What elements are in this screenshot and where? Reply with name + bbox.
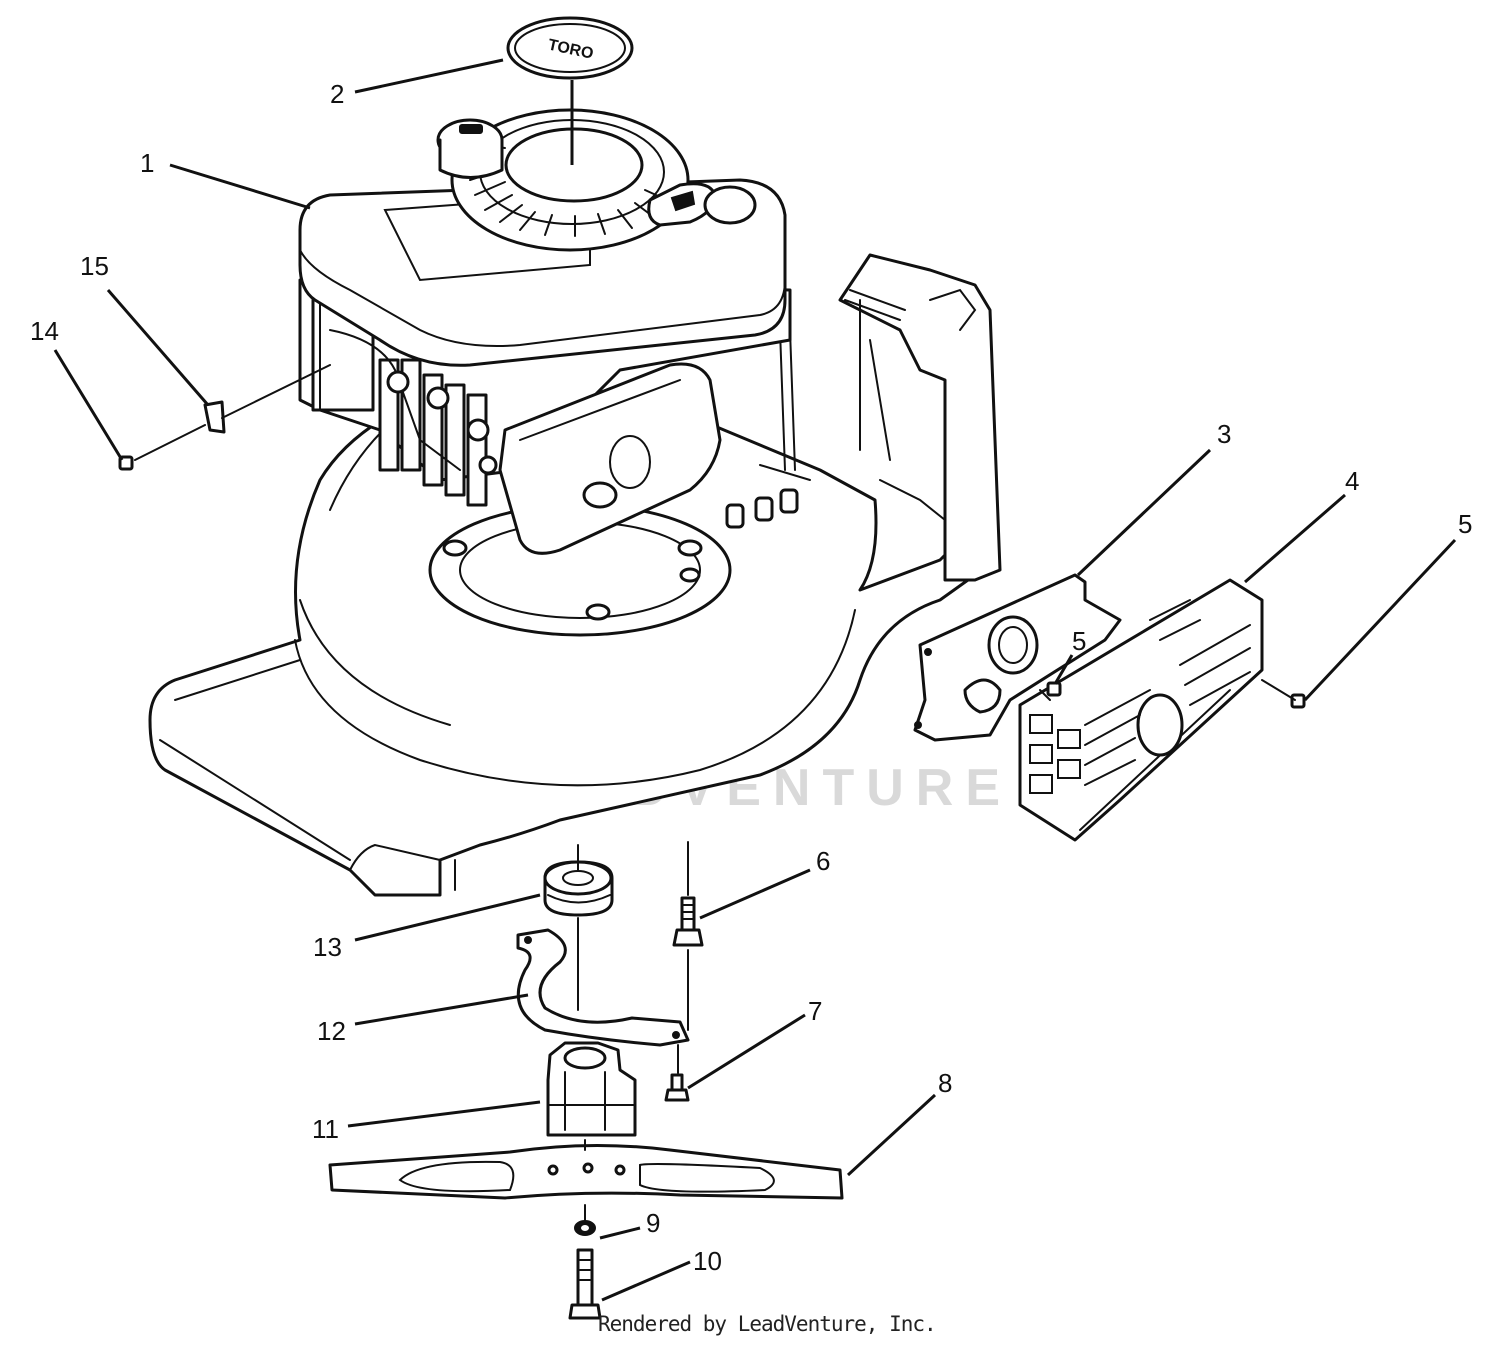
engine: [298, 108, 792, 555]
callout-14: 14: [30, 316, 59, 346]
fastener-axis-14-15: [134, 364, 331, 461]
callout-10: 10: [693, 1246, 722, 1276]
bolt-6: [672, 896, 704, 947]
screw-5-right: [1290, 693, 1306, 709]
callout-11: 11: [312, 1114, 339, 1144]
brace-12: [516, 928, 690, 1047]
callout-12: 12: [317, 1016, 346, 1046]
callout-7: 7: [808, 996, 822, 1026]
engine-mount-ring: [428, 503, 732, 637]
baffle-plate: [913, 573, 1122, 742]
leader-lines: [53, 58, 1457, 1302]
leader-15: [106, 289, 210, 406]
bolt-7: [664, 1073, 690, 1102]
callout-1: 1: [140, 148, 154, 178]
leader-14: [53, 349, 124, 461]
washer-9: [574, 1220, 596, 1236]
render-credit: Rendered by LeadVenture, Inc.: [598, 1312, 937, 1336]
callout-4: 4: [1345, 466, 1359, 496]
leader-4: [1244, 493, 1346, 584]
clip-15: [203, 400, 226, 434]
callout-6: 6: [816, 846, 830, 876]
blade-bolt-10: [568, 1248, 602, 1320]
leader-3: [1076, 448, 1212, 577]
callout-13: 13: [313, 932, 342, 962]
leader-8: [846, 1093, 937, 1177]
leader-5-left: [1053, 654, 1074, 685]
callout-9: 9: [646, 1208, 660, 1238]
leader-7: [687, 1013, 806, 1090]
callout-2: 2: [330, 79, 344, 109]
leader-1: [169, 163, 311, 210]
leader-9: [599, 1226, 641, 1240]
leader-5-right: [1303, 538, 1457, 702]
fastener-axis-5: [1039, 679, 1296, 701]
leader-11: [347, 1100, 541, 1128]
deck-studs: [725, 488, 799, 529]
leader-6: [699, 868, 811, 920]
callout-numbers: 1 2 3 4 5 5 6 7 8 9 10 11 12 13 14 15: [30, 79, 1472, 1276]
callout-5-left: 5: [1072, 626, 1086, 656]
bearing-13: [543, 860, 614, 917]
leader-13: [354, 893, 541, 942]
grille-slots: [1029, 599, 1251, 794]
screw-5-left: [1046, 681, 1062, 697]
callout-8: 8: [938, 1068, 952, 1098]
leader-12: [354, 993, 529, 1026]
leader-10: [601, 1260, 691, 1302]
callout-3: 3: [1217, 419, 1231, 449]
leader-2: [354, 58, 504, 94]
rear-grille: [1018, 578, 1264, 842]
screw-14: [118, 455, 134, 471]
blade-adapter-11: [546, 1041, 637, 1137]
toro-decal: TORO: [506, 16, 634, 80]
callout-15: 15: [80, 251, 109, 281]
callout-5-right: 5: [1458, 509, 1472, 539]
blade-8: [328, 1143, 844, 1200]
